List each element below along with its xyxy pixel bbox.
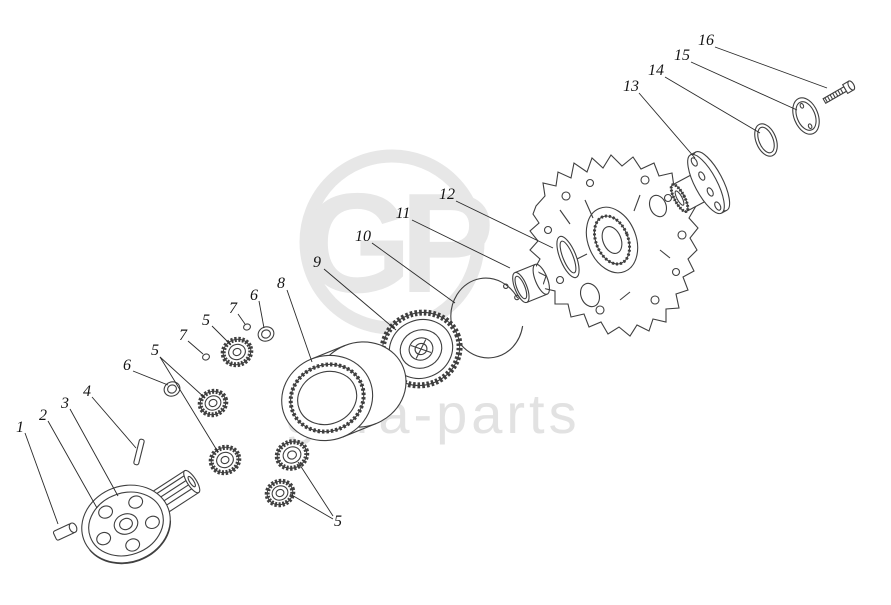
callout-7b: 7 <box>229 300 238 317</box>
part-1-pin <box>52 522 78 541</box>
callout-5b: 5 <box>202 312 210 329</box>
leader-line <box>237 313 246 325</box>
leader-line <box>159 356 206 399</box>
part-13-flange <box>669 151 731 215</box>
leader-lines <box>24 46 828 525</box>
leader-line <box>289 493 334 520</box>
transmission-housing <box>529 154 699 337</box>
leader-line <box>411 219 511 269</box>
callout-14: 14 <box>648 62 664 79</box>
leader-line <box>664 76 761 134</box>
leader-line <box>24 432 59 525</box>
part-5-gear <box>274 439 310 471</box>
callout-5a: 5 <box>151 342 159 359</box>
part-7-pin <box>202 353 210 361</box>
part-12-ring <box>556 235 580 279</box>
leader-line <box>638 92 696 159</box>
leader-line <box>47 420 98 509</box>
watermark-logo: GP <box>299 149 502 335</box>
callout-1: 1 <box>16 419 24 436</box>
callout-11: 11 <box>396 205 411 222</box>
leader-line <box>69 408 119 497</box>
callout-labels: 1 2 3 4 6 5 7 5 7 6 8 9 10 11 12 13 14 1… <box>16 32 714 530</box>
housing-bolt-hole <box>585 178 595 188</box>
part-15-cover <box>792 97 820 135</box>
leader-line <box>371 242 456 304</box>
callout-2: 2 <box>39 407 47 424</box>
callout-13: 13 <box>623 78 639 95</box>
housing-bolt-hole <box>650 295 660 305</box>
part-16-bolt <box>822 80 856 105</box>
housing-boss-lower <box>579 282 601 308</box>
housing-bolt-hole <box>543 225 553 235</box>
part-2-hub-flange <box>81 484 172 565</box>
leader-line <box>690 61 798 111</box>
leader-line <box>286 289 313 363</box>
callout-8: 8 <box>277 275 285 292</box>
leader-line <box>714 46 828 89</box>
part-4-pin <box>133 438 145 466</box>
leader-line <box>323 268 397 331</box>
leader-line <box>297 461 334 517</box>
housing-bolt-hole <box>663 193 673 203</box>
callout-6b: 6 <box>250 287 258 304</box>
housing-bore <box>585 206 639 274</box>
leader-line <box>455 200 554 249</box>
part-14-o-ring <box>754 123 778 157</box>
housing-bolt-hole <box>677 230 687 240</box>
part-6-washer <box>257 326 275 342</box>
leader-line <box>211 325 232 346</box>
callout-6a: 6 <box>123 357 131 374</box>
leader-line <box>258 300 265 329</box>
housing-bolt-hole <box>561 191 571 201</box>
housing-rib-lines <box>559 194 671 301</box>
callout-4: 4 <box>83 383 91 400</box>
watermark-logo-text: GP <box>301 164 489 323</box>
leader-line <box>159 356 219 453</box>
callout-10: 10 <box>355 228 371 245</box>
callout-15: 15 <box>674 47 690 64</box>
part-8-ring-gear <box>281 341 407 442</box>
housing-bolt-hole <box>671 267 681 277</box>
callout-9: 9 <box>313 254 321 271</box>
part-5-gear <box>208 444 242 476</box>
callout-7a: 7 <box>179 327 188 344</box>
part-5-gear <box>197 388 229 418</box>
part-7-pin <box>243 323 251 331</box>
part-6-washer <box>163 381 181 397</box>
callout-3: 3 <box>60 395 69 412</box>
part-5-gear <box>264 478 296 508</box>
leader-line <box>91 396 137 449</box>
part-5-gear <box>220 336 254 368</box>
callout-5c: 5 <box>334 513 342 530</box>
housing-bolt-hole <box>640 175 650 185</box>
housing-bolt-hole <box>595 305 605 315</box>
leader-line <box>132 370 169 386</box>
callout-12: 12 <box>439 186 455 203</box>
housing-bolt-hole <box>555 275 565 285</box>
leader-line <box>187 340 204 355</box>
callout-16: 16 <box>698 32 714 49</box>
